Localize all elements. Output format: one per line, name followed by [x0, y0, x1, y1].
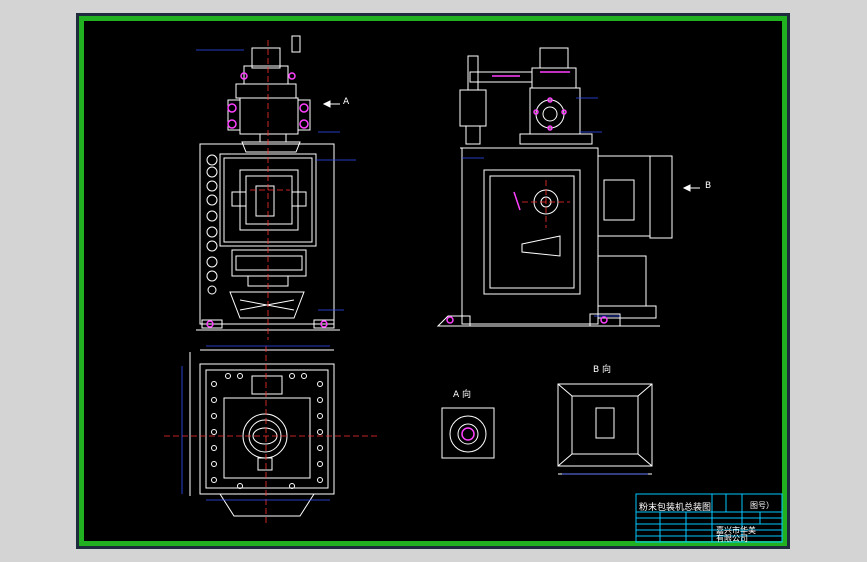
view-b-title: B 向	[593, 365, 612, 375]
drawing-sheet-border	[79, 16, 787, 546]
view-b-marker: B	[705, 181, 712, 191]
view-a-title: A 向	[453, 390, 472, 400]
view-b-detail	[557, 383, 653, 475]
title-block-frame	[635, 493, 783, 543]
drawing-title: 粉末包装机总装图	[639, 503, 712, 513]
top-view	[189, 349, 335, 517]
view-a-marker: A	[343, 97, 350, 107]
view-a-detail	[441, 407, 495, 459]
company-line-1: 嘉兴市华美	[716, 526, 756, 535]
drawing-number: 图号）	[750, 501, 774, 510]
side-view	[436, 47, 673, 327]
company-line-2: 有限公司	[716, 534, 748, 543]
